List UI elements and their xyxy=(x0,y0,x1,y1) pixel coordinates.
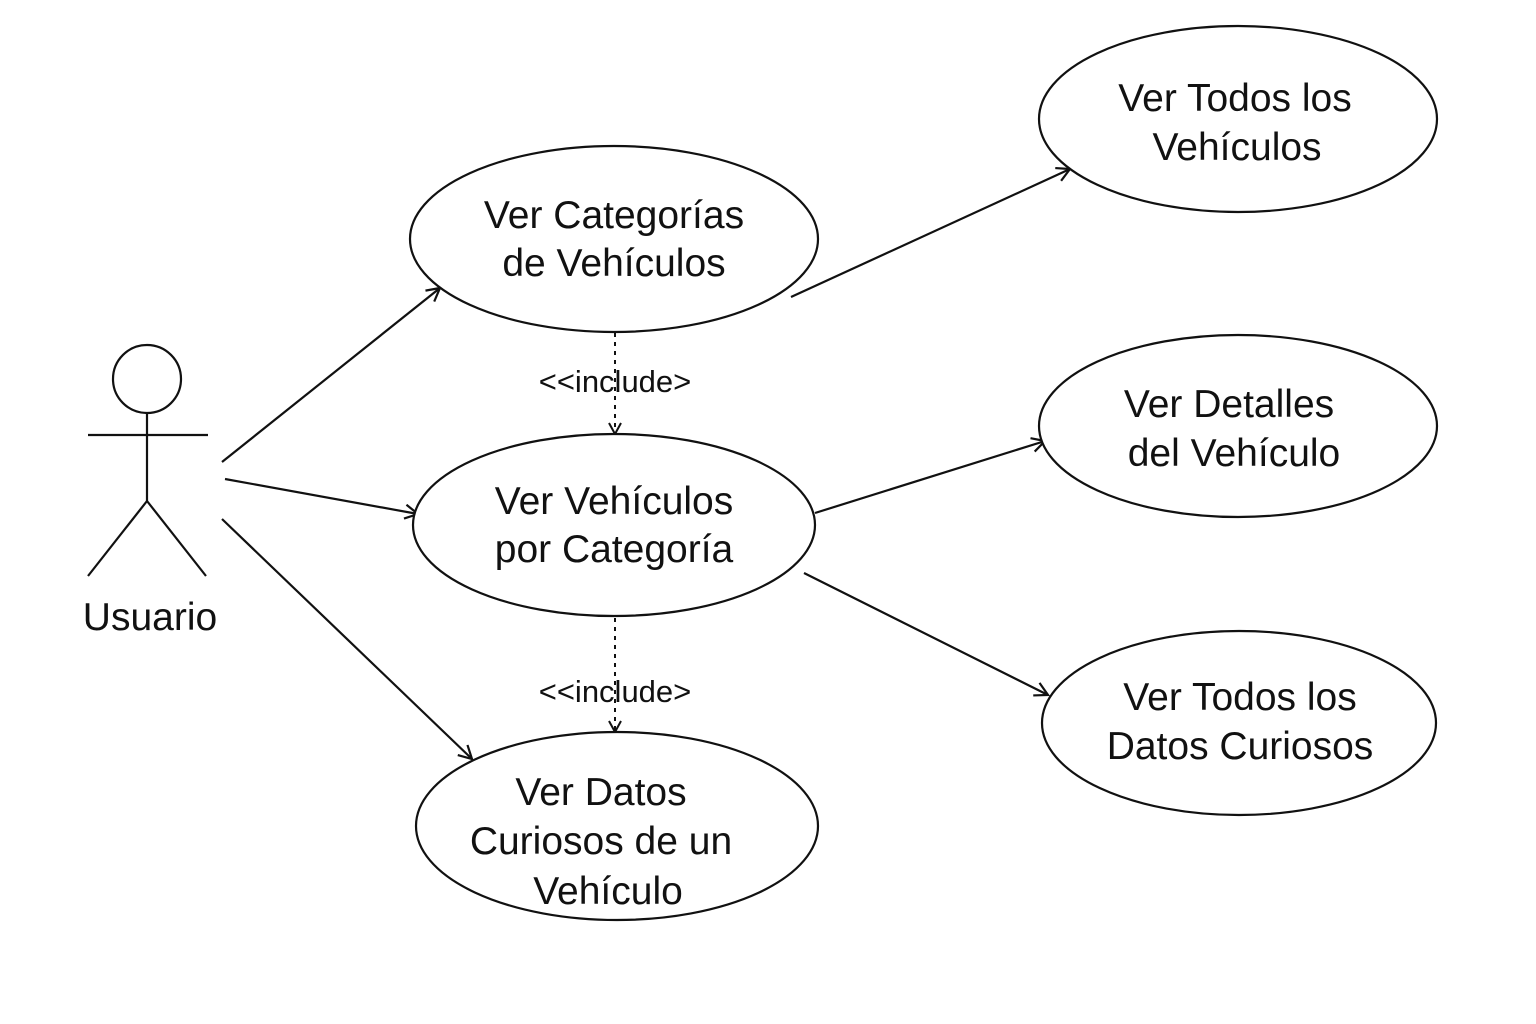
use-case-label-line-1: Ver Todos los xyxy=(1118,77,1351,120)
association-actor-ver-categorias xyxy=(221,288,440,463)
use-case-label-line-2: del Vehículo xyxy=(1128,432,1341,475)
association-vehiculos-detalles xyxy=(814,441,1045,515)
use-case-label-line-2: Vehículos xyxy=(1152,126,1321,169)
use-case-label-line-1: Ver Detalles xyxy=(1124,383,1334,426)
use-case-label-line-1: Ver Vehículos xyxy=(495,480,734,523)
use-case-label-line-2: por Categoría xyxy=(495,528,734,571)
use-case-ellipse xyxy=(411,432,817,618)
use-case-ver-todos-datos[interactable]: Ver Todos los Datos Curiosos xyxy=(1040,629,1438,817)
use-case-ver-todos-vehiculos[interactable]: Ver Todos los Vehículos xyxy=(1037,24,1439,214)
use-case-ellipse xyxy=(1037,333,1439,519)
use-case-ver-detalles[interactable]: Ver Detalles del Vehículo xyxy=(1037,333,1439,519)
use-case-label-line-1: Ver Categorías xyxy=(484,194,744,237)
association-actor-ver-datos-vehiculo xyxy=(221,518,472,759)
actor-left-leg xyxy=(87,500,148,577)
actor-label: Usuario xyxy=(83,596,217,639)
use-case-ellipse xyxy=(408,144,820,334)
use-case-ellipse xyxy=(1037,24,1439,214)
include-label-1: <<include> xyxy=(539,364,692,399)
use-case-label-line-2: Datos Curiosos xyxy=(1107,725,1374,768)
use-case-label-line-3: Vehículo xyxy=(533,870,683,913)
use-case-ver-vehiculos-categoria[interactable]: Ver Vehículos por Categoría xyxy=(411,432,817,618)
association-actor-ver-vehiculos-categoria xyxy=(224,477,418,514)
use-case-ver-categorias[interactable]: Ver Categorías de Vehículos xyxy=(408,144,820,334)
use-case-ellipse xyxy=(414,730,820,922)
use-case-label-line-1: Ver Datos xyxy=(515,771,686,814)
association-vehiculos-todos-datos xyxy=(803,572,1048,695)
use-case-label-line-2: de Vehículos xyxy=(502,242,725,285)
include-label-2: <<include> xyxy=(539,674,692,709)
use-case-ellipse xyxy=(1040,629,1438,817)
use-case-label-line-2: Curiosos de un xyxy=(470,820,732,863)
actor-right-leg xyxy=(146,500,207,577)
actor-head xyxy=(111,343,183,415)
association-categorias-todos-vehiculos xyxy=(790,169,1070,298)
use-case-label-line-1: Ver Todos los xyxy=(1123,676,1356,719)
actor-usuario: Usuario xyxy=(83,343,217,639)
use-case-ver-datos-vehiculo[interactable]: Ver Datos Curiosos de un Vehículo xyxy=(414,730,820,922)
